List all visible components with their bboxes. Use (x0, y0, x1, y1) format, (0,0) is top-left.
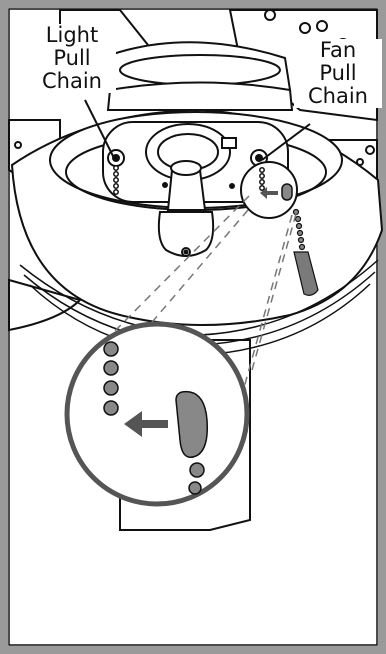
fan-pull-chain-label: Fan Pull Chain (294, 39, 382, 108)
light-pull-chain-label: Light Pull Chain (28, 24, 116, 93)
light-label-line-1: Light (30, 24, 114, 47)
light-label-line-3: Chain (30, 70, 114, 93)
light-pull-chain (114, 166, 118, 194)
light-label-line-2: Pull (30, 47, 114, 70)
fan-label-line-3: Chain (296, 85, 380, 108)
motor-housing (108, 42, 292, 110)
magnified-chain-view (67, 324, 247, 504)
fan-label-line-2: Pull (296, 62, 380, 85)
fan-label-line-1: Fan (296, 39, 380, 62)
fan-chain-detail-circle (241, 162, 297, 218)
